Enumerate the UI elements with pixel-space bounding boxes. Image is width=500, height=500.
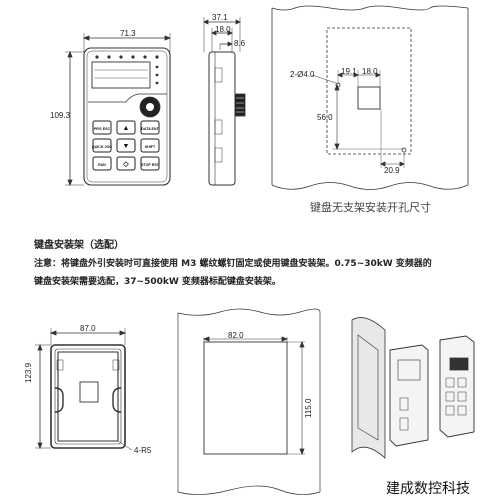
keypad-key [92,120,112,135]
cutout-dim-a: 19.1 [341,67,357,76]
bracket-corner-label: 4-R5 [134,446,152,455]
keypad-key-label: STOP RST [141,163,160,167]
keypad-front-view: PRG ESC ▲ DATA ENT QUICK JOG ▼ SHIFT RUN ◇ STOP … [65,33,172,187]
bracket-width-label: 87.0 [80,324,96,333]
side-offset-label: 8.6 [234,39,246,48]
bracket-cutout-panel [177,308,321,495]
bracket-cutout-height-label: 115.0 [304,398,313,418]
side-depth-label: 37.1 [212,13,228,22]
front-height-label: 109.3 [50,111,71,120]
bracket-front-view [35,328,133,451]
keypad-key [116,138,136,153]
keypad-key [116,120,136,135]
assembly-isometric [351,317,475,459]
note-line-2: 键盘安装架需要选配，37~500kW 变频器标配键盘安装架。 [34,277,281,287]
section-heading: 键盘安装架（选配） [34,240,124,251]
cutout-caption: 键盘无支架安装开孔尺寸 [310,201,431,214]
keypad-key [92,138,112,153]
bracket-cutout-width-label: 82.0 [228,331,244,340]
keypad-key-label: PRG ESC [94,127,111,131]
keypad-key-label: ◇ [122,161,129,168]
keypad-key [140,138,160,153]
front-width-label: 71.3 [120,29,136,38]
hole-label: 2-Ø4.0 [290,70,315,79]
keypad-key-label: ▼ [123,143,130,150]
keypad-key-label: SHIFT [145,145,156,149]
keypad-key-label: DATA ENT [141,127,159,131]
keypad-key [140,156,160,171]
cutout-dim-d: 20.9 [384,166,400,175]
side-body-label: 18.0 [215,25,231,34]
keys: PRG ESC ▲ DATA ENT QUICK JOG ▼ SHIFT RUN ◇ STOP … [92,120,160,171]
keypad-key-label: QUICK JOG [92,145,112,149]
keypad-key-label: RUN [98,163,106,167]
cutout-dim-b: 18.0 [362,67,378,76]
keypad-side-view [203,17,246,186]
keypad-key [140,120,160,135]
cutout-no-bracket-panel [271,5,469,190]
watermark-text: 建成数控科技 [386,481,470,497]
note-line-1: 注意：将键盘外引安装时可直接使用 M3 螺纹螺钉固定或使用键盘安装架。0.75~… [34,259,432,269]
keypad-key-label: ▲ [123,125,130,132]
keypad-key [116,156,136,171]
cutout-dim-c: 56.0 [317,113,333,122]
keypad-key [92,156,112,171]
bracket-height-label: 123.9 [24,362,33,383]
